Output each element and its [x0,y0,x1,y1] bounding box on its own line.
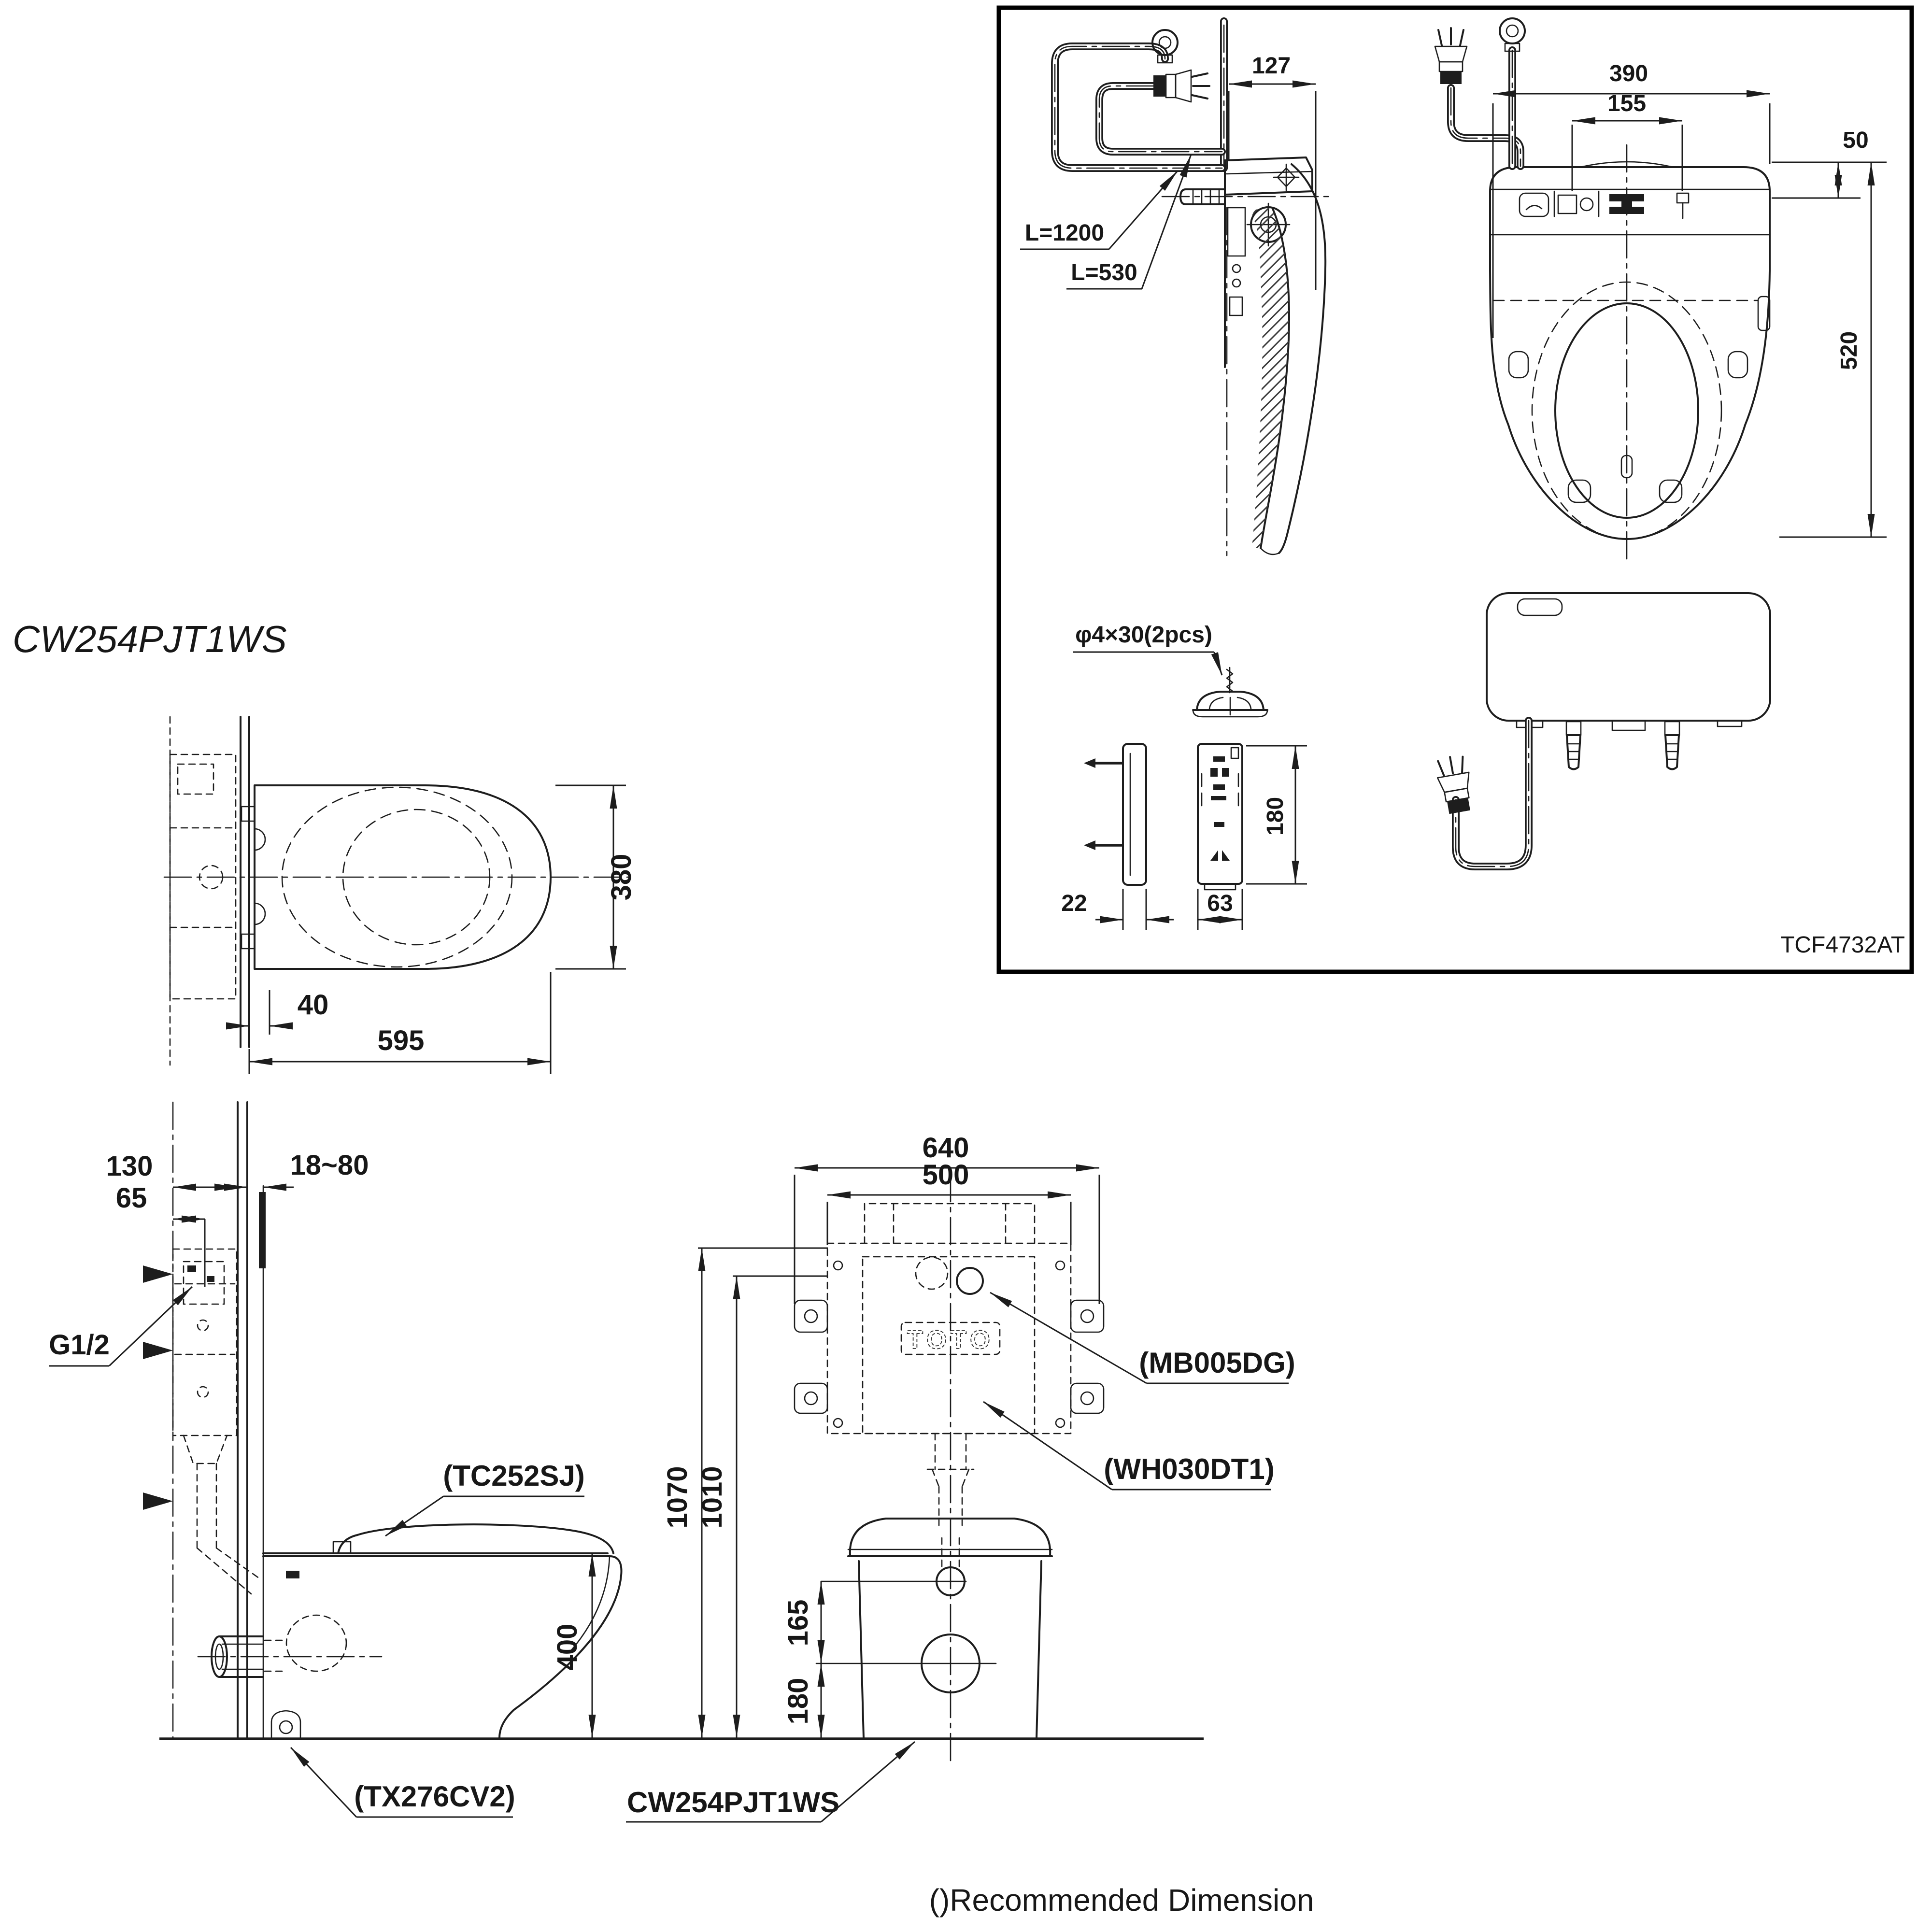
washlet-side-view-drawing: 127 L=1200 L=530 [1020,17,1329,556]
dim-127: 127 [1252,53,1291,79]
dim-165: 165 [782,1600,814,1647]
fixing-screw-drawing: φ4×30(2pcs) [1073,622,1268,718]
dim-520: 520 [1836,331,1862,370]
toilet-front-view-drawing: 640 500 TOTO (MB005DG) (WH030DT1) 1070 1… [626,1132,1295,1823]
dim-65: 65 [116,1182,147,1214]
spec-box-border [996,5,1914,974]
dim-595: 595 [378,1025,425,1056]
dim-18-80: 18~80 [290,1150,369,1181]
hose-barb-left [1565,721,1582,770]
label-seat-model: (TC252SJ) [443,1460,584,1492]
toilet-side-view-drawing: 130 65 18~80 G1/2 400 (TC252SJ) (TX276CV… [49,1101,623,1818]
dim-640: 640 [923,1132,969,1164]
dim-130: 130 [106,1151,153,1182]
dim-390: 390 [1609,61,1648,86]
label-tank-model: (WH030DT1) [1104,1453,1274,1485]
dim-63: 63 [1207,891,1233,916]
dim-180-remote: 180 [1263,797,1288,836]
label-floor-fix: (TX276CV2) [354,1780,515,1813]
dim-180-front: 180 [782,1678,814,1725]
label-bracket-model: (MB005DG) [1139,1347,1295,1379]
remote-side-view-drawing: 22 [1061,743,1174,930]
dim-40: 40 [298,989,329,1021]
section-hatch [1252,208,1289,548]
label-toto-logo: TOTO [907,1325,994,1354]
power-plug-icon [1434,27,1468,85]
label-screw-spec: φ4×30(2pcs) [1075,622,1212,648]
title-toilet-model: CW254PJT1WS [13,618,287,660]
hose-connector-icon [1499,17,1526,52]
toilet-top-view-drawing: 380 40 595 [163,716,637,1074]
label-cord-length: L=1200 [1025,220,1104,246]
dim-500: 500 [923,1159,969,1191]
dim-380: 380 [606,854,637,901]
dim-50: 50 [1843,128,1868,153]
label-bowl-model: CW254PJT1WS [627,1786,839,1818]
dim-400: 400 [552,1624,583,1671]
dim-1070: 1070 [662,1466,693,1528]
dim-155: 155 [1607,91,1646,116]
label-box-model: TCF4732AT [1780,932,1905,958]
dim-22: 22 [1061,891,1087,916]
power-plug-icon [1152,69,1210,103]
label-g12: G1/2 [49,1329,110,1361]
washlet-back-view-drawing [1433,592,1771,870]
washlet-spec-box: 127 L=1200 L=530 [996,5,1914,974]
remote-front-view-drawing: 63 180 [1197,743,1307,930]
label-hose-length: L=530 [1071,260,1137,285]
hose-barb-right [1664,721,1680,770]
footer-note: ()Recommended Dimension [929,1883,1314,1918]
washlet-top-view-drawing: 390 155 50 520 [1434,17,1887,561]
power-plug-icon [1433,753,1477,816]
dim-1010: 1010 [696,1466,728,1528]
